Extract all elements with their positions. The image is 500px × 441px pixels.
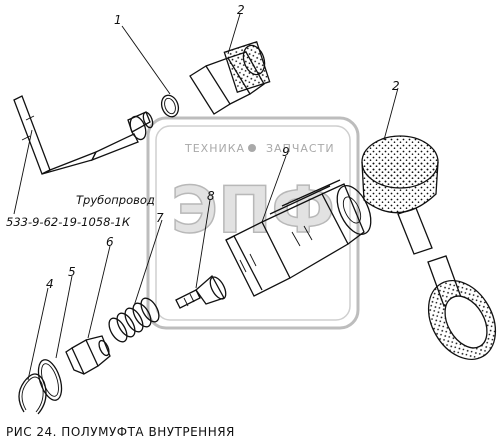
callout-5: 5 <box>68 265 76 279</box>
callout-2-right: 2 <box>392 79 400 93</box>
part-1-ring <box>160 94 180 118</box>
figure-caption: РИС 24. ПОЛУМУФТА ВНУТРЕННЯЯ <box>6 425 235 439</box>
callout-8: 8 <box>207 189 215 203</box>
watermark-text-left: ТЕХНИКА <box>184 142 245 155</box>
part-6-nozzle <box>65 335 111 375</box>
callout-1: 1 <box>114 13 122 27</box>
watermark-text-right: ЗАПЧАСТИ <box>266 142 335 155</box>
part-8-valve <box>175 274 227 309</box>
callout-5-leader <box>55 275 73 359</box>
callout-2-top-leader <box>227 13 241 55</box>
pipe-label-number: 533-9-62-19-1058-1К <box>6 215 131 229</box>
part-9-coupling-body <box>225 179 372 297</box>
callout-4: 4 <box>46 277 54 291</box>
part-4-snap-ring <box>18 373 47 415</box>
part-7-spring <box>108 297 160 343</box>
watermark-logo: ЭПФ <box>171 174 335 248</box>
callout-6-leader <box>87 245 111 339</box>
callout-8-leader <box>195 199 211 289</box>
watermark: ТЕХНИКА ЗАПЧАСТИ ЭПФ <box>146 116 360 330</box>
callout-9: 9 <box>282 145 290 159</box>
callout-6: 6 <box>106 235 114 249</box>
callout-2-top: 2 <box>237 3 245 17</box>
callout-4-leader <box>27 287 49 381</box>
part-2-filter-top <box>189 40 271 115</box>
part-2-filter-cup <box>361 135 497 360</box>
callout-9-leader <box>261 155 287 223</box>
callout-7-leader <box>133 219 163 307</box>
pipe-assembly <box>13 95 154 175</box>
watermark-dot <box>248 144 256 152</box>
callout-1-leader <box>121 25 171 95</box>
pipe-label-title: Трубопровод <box>76 193 155 207</box>
callout-2-right-leader <box>383 87 399 141</box>
part-5-ring <box>37 359 63 401</box>
callout-7: 7 <box>156 211 164 225</box>
pipe-leader-line <box>13 129 33 215</box>
